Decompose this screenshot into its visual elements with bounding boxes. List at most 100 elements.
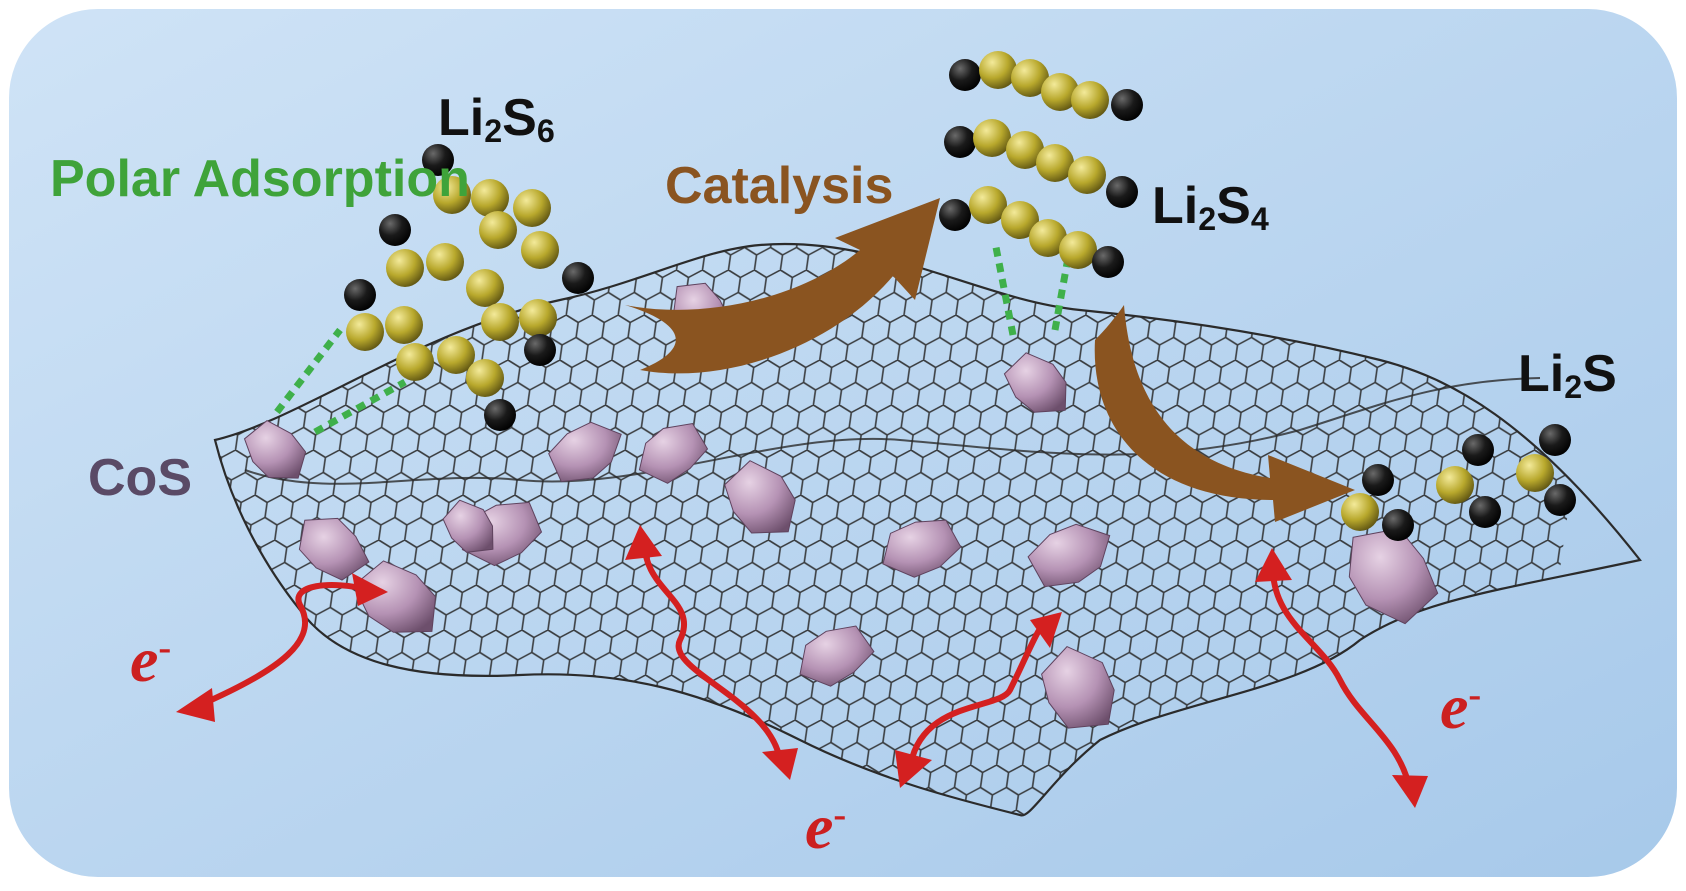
sulfur-atom [1041, 73, 1079, 111]
sulfur-atom [1068, 156, 1106, 194]
sulfur-atom [385, 306, 423, 344]
label-li2s-subscript-li: 2 [1564, 369, 1583, 406]
electron-charge: - [833, 793, 847, 836]
sulfur-atom [479, 211, 517, 249]
lithium-atom [484, 399, 516, 431]
cos-particle [243, 420, 307, 479]
adsorption-bond [313, 378, 407, 436]
sulfur-atom [1436, 466, 1474, 504]
sulfur-atom [521, 231, 559, 269]
lithium-atom [1462, 434, 1494, 466]
label-li2s6-subscript-s: 6 [536, 113, 555, 150]
cos-particle [1027, 523, 1111, 588]
electron-label: e- [1440, 675, 1481, 739]
label-li2s-element-s: S [1582, 345, 1617, 403]
arrow-head [895, 750, 932, 788]
sulfur-atom [1036, 144, 1074, 182]
cos-particles [243, 282, 1439, 729]
electron-arrow [197, 582, 373, 708]
catalysis-arrows [625, 198, 1355, 522]
sulfur-atom [386, 249, 424, 287]
cos-particle [638, 422, 709, 484]
graphene-fold-line [244, 377, 1541, 485]
electron-arrow [1269, 560, 1413, 793]
cos-particle [799, 625, 875, 687]
electron-charge: - [1468, 673, 1482, 716]
sulfur-atom [437, 336, 475, 374]
lithium-atom [1544, 484, 1576, 516]
sulfur-atom [1059, 231, 1097, 269]
label-li2s4: Li2S4 [1152, 177, 1269, 235]
adsorption-bonds [274, 241, 1072, 436]
sulfur-atom [519, 299, 557, 337]
label-li2s6-subscript-li: 2 [484, 113, 503, 150]
lithium-atom [1469, 496, 1501, 528]
electron-label: e- [805, 795, 846, 859]
lithium-atom [524, 334, 556, 366]
cos-particle [353, 560, 437, 633]
sulfur-atom [471, 179, 509, 217]
arrow-head [762, 748, 798, 780]
sulfur-atom [969, 186, 1007, 224]
electron-transfer-arrows [176, 525, 1428, 808]
sulfur-atom [979, 51, 1017, 89]
electron-symbol: e [130, 624, 159, 695]
lithium-atom [422, 144, 454, 176]
arrow-head [625, 525, 662, 560]
sulfur-atom [1006, 131, 1044, 169]
electron-charge: - [158, 626, 172, 669]
adsorption-bond [274, 327, 343, 415]
catalysis-arrow [625, 198, 940, 374]
sulfur-atom [481, 303, 519, 341]
sulfur-atom [426, 243, 464, 281]
label-li2s6: Li2S6 [438, 89, 555, 147]
label-li2s6-element-s: S [502, 89, 537, 147]
adsorption-bond [1051, 257, 1072, 331]
label-li2s: Li2S [1518, 345, 1617, 403]
cos-particle [1041, 645, 1115, 729]
label-cos: CoS [88, 449, 192, 507]
lithium-atom [344, 279, 376, 311]
cos-particle [1348, 528, 1439, 625]
sulfur-atom [1011, 59, 1049, 97]
label-li2s-element-li: Li [1518, 345, 1565, 403]
electron-symbol: e [1440, 671, 1469, 742]
graphene-sheet-outline [213, 242, 1642, 817]
lithium-atom [949, 59, 981, 91]
electron-symbol: e [805, 791, 834, 862]
sulfur-atom [466, 359, 504, 397]
cos-particle [298, 517, 370, 581]
sulfur-atom [1029, 219, 1067, 257]
arrow-head [1030, 612, 1062, 648]
label-li2s6-element-li: Li [438, 89, 485, 147]
lithium-atom [1539, 424, 1571, 456]
label-li2s4-element-li: Li [1152, 177, 1199, 235]
sulfur-atom [346, 313, 384, 351]
label-polar-adsorption: Polar Adsorption [50, 150, 470, 208]
sulfur-atom [466, 269, 504, 307]
polysulfide-molecules [344, 51, 1576, 541]
arrow-head [1392, 775, 1428, 808]
cos-particle [724, 460, 796, 534]
label-li2s4-subscript-s: 4 [1250, 201, 1269, 238]
cos-particle [1003, 352, 1067, 413]
lithium-atom [1382, 509, 1414, 541]
lithium-atom [939, 199, 971, 231]
label-catalysis: Catalysis [665, 157, 894, 215]
catalysis-arrow [1094, 305, 1355, 522]
label-li2s4-element-s: S [1216, 177, 1251, 235]
electron-arrow [641, 535, 783, 763]
cos-particle [882, 519, 962, 578]
label-li2s4-subscript-li: 2 [1198, 201, 1217, 238]
arrow-head [176, 688, 215, 722]
sulfur-atom [433, 176, 471, 214]
lithium-atom [1362, 464, 1394, 496]
cos-particle [548, 421, 622, 483]
sulfur-atom [973, 119, 1011, 157]
lithium-atom [1111, 89, 1143, 121]
lithium-atom [1092, 246, 1124, 278]
lithium-atom [944, 126, 976, 158]
arrow-head [352, 573, 388, 606]
